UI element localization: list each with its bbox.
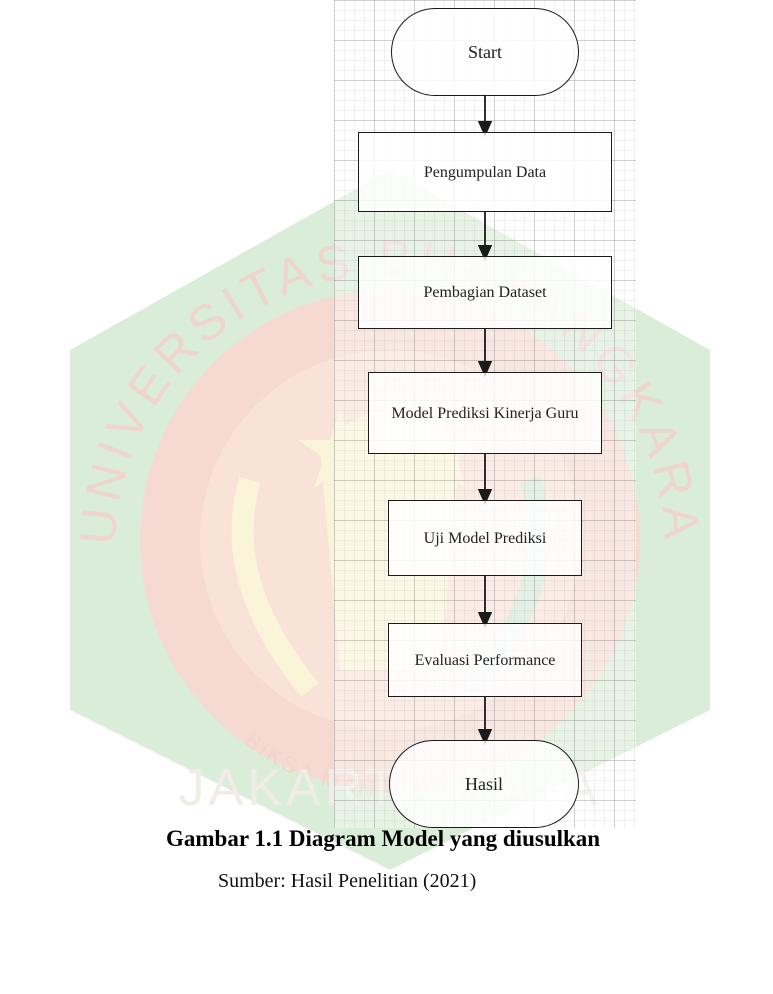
start-terminal: Start: [391, 8, 579, 96]
process-step-uji-model: Uji Model Prediksi: [388, 500, 582, 576]
step-label: Pembagian Dataset: [423, 284, 547, 301]
end-terminal: Hasil: [389, 740, 579, 828]
figure-caption-title: Gambar 1.1 Diagram Model yang diusulkan: [166, 826, 601, 851]
step-label: Pengumpulan Data: [423, 163, 547, 181]
start-label: Start: [468, 41, 502, 62]
process-step-pengumpulan-data: Pengumpulan Data: [358, 132, 612, 212]
figure-caption-source: Sumber: Hasil Penelitian (2021): [218, 870, 477, 892]
process-step-model-prediksi: Model Prediksi Kinerja Guru: [368, 372, 602, 454]
end-label: Hasil: [465, 773, 503, 794]
step-label: Model Prediksi Kinerja Guru: [391, 404, 579, 422]
process-step-evaluasi: Evaluasi Performance: [388, 623, 582, 697]
step-label: Uji Model Prediksi: [423, 529, 547, 547]
step-label: Evaluasi Performance: [414, 651, 556, 669]
process-step-pembagian-dataset: Pembagian Dataset: [358, 256, 612, 329]
